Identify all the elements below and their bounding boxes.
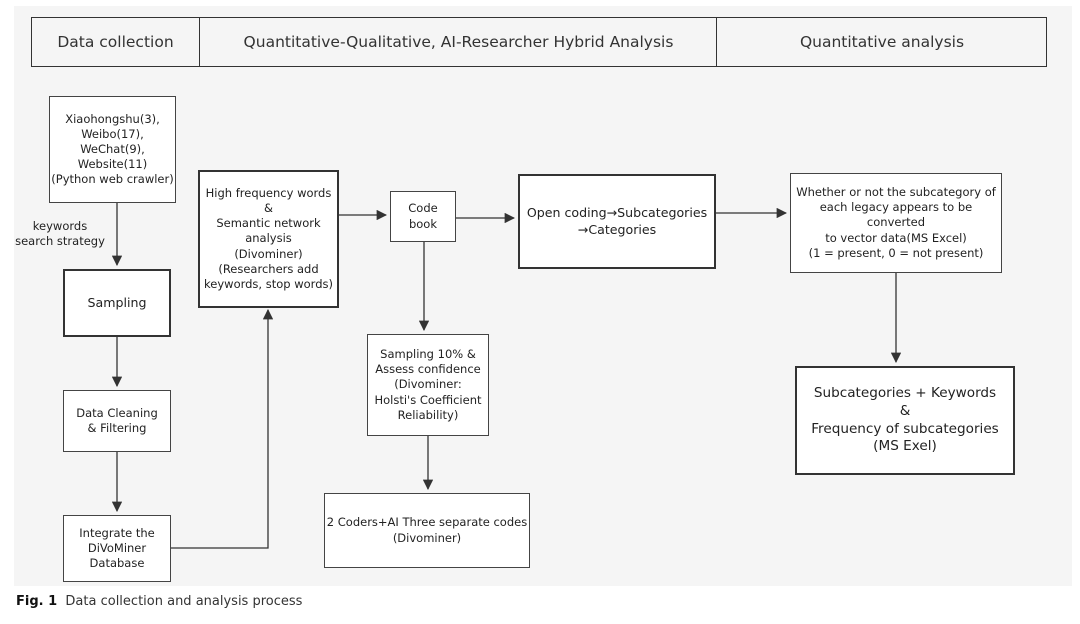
arrow-integrate-to-highfreq — [171, 308, 274, 549]
node-sampling: Sampling — [63, 269, 171, 337]
phase-header: Data collection Quantitative-Qualitative… — [31, 17, 1047, 67]
node-high-frequency-words: High frequency words & Semantic network … — [198, 170, 339, 308]
figure-caption-label: Fig. 1 — [16, 594, 58, 609]
node-subcategories-keywords: Subcategories + Keywords & Frequency of … — [795, 366, 1015, 475]
label-keywords-search-strategy: keywords search strategy — [15, 219, 105, 248]
header-hybrid-analysis: Quantitative-Qualitative, AI-Researcher … — [199, 18, 717, 66]
node-data-sources: Xiaohongshu(3), Weibo(17), WeChat(9), We… — [49, 96, 176, 203]
node-two-coders-ai: 2 Coders+AI Three separate codes (Divomi… — [324, 493, 530, 568]
node-code-book: Code book — [390, 191, 456, 242]
node-vector-data-conversion: Whether or not the subcategory of each l… — [790, 173, 1002, 273]
node-data-cleaning: Data Cleaning & Filtering — [63, 390, 171, 452]
figure-caption-text: Data collection and analysis process — [65, 594, 303, 609]
figure-caption: Fig. 1 Data collection and analysis proc… — [16, 594, 302, 609]
header-data-collection: Data collection — [57, 33, 174, 51]
node-open-coding: Open coding→Subcategories →Categories — [518, 174, 716, 269]
header-quantitative-analysis: Quantitative analysis — [716, 18, 1047, 66]
node-integrate-divominer: Integrate the DiVoMiner Database — [63, 515, 171, 582]
node-sampling-10-percent: Sampling 10% & Assess confidence (Divomi… — [367, 334, 489, 436]
